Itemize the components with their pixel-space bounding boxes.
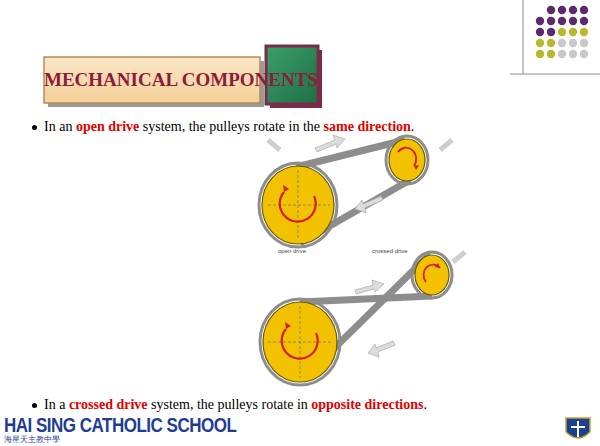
decor-dot (569, 17, 577, 25)
decor-dot (547, 28, 555, 36)
decor-dot (547, 6, 555, 14)
bullet-text: In a crossed drive system, the pulleys r… (44, 397, 589, 412)
decor-dot (536, 17, 544, 25)
decor-dot (580, 28, 588, 36)
bullet-text: In an open drive system, the pulleys rot… (44, 119, 589, 135)
decor-dot (580, 50, 588, 58)
decor-dot (558, 50, 566, 58)
decor-dot (569, 50, 577, 58)
slide-title: MECHANICAL COMPONENTS (44, 57, 260, 103)
school-name: HAI SING CATHOLIC SCHOOL (4, 415, 236, 438)
diagram-label: crossed drive (372, 248, 408, 254)
decor-dot (580, 17, 588, 25)
decor-dot (569, 39, 577, 47)
decor-dot (558, 39, 566, 47)
bullet-dot (32, 125, 37, 130)
decor-dot (569, 6, 577, 14)
school-name-chinese: 海星天主教中學 (4, 435, 60, 444)
decor-dot (547, 39, 555, 47)
diagram-label: open drive (278, 248, 306, 254)
decor-dot (547, 50, 555, 58)
decor-dot (580, 39, 588, 47)
decor-dot (558, 17, 566, 25)
decor-dot (558, 6, 566, 14)
decor-dot (558, 28, 566, 36)
decor-dot (536, 39, 544, 47)
decor-dot (580, 6, 588, 14)
bullet-dot (32, 403, 37, 408)
decor-dot (536, 50, 544, 58)
decor-dot (569, 28, 577, 36)
decor-dot (547, 17, 555, 25)
decor-dot (536, 28, 544, 36)
